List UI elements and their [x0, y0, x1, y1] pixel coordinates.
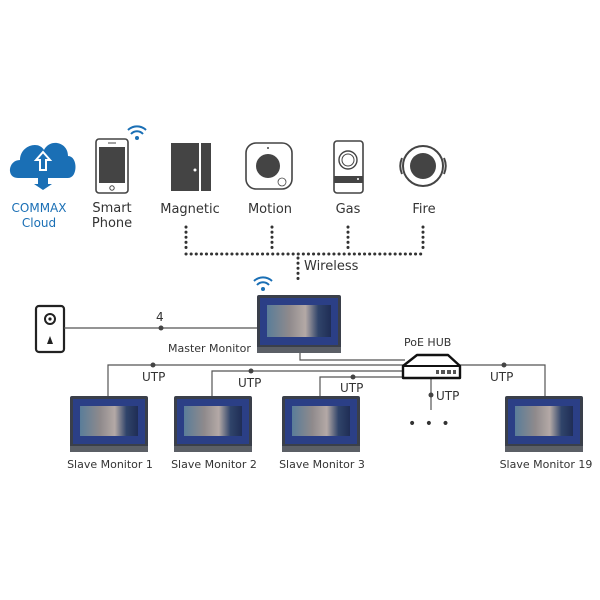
more-monitors-ellipsis: • • •	[408, 416, 452, 432]
fire-label: Fire	[412, 202, 436, 217]
poe-hub-icon	[401, 353, 462, 380]
gas-detector-icon	[333, 140, 364, 194]
smartphone-icon	[95, 138, 129, 194]
slave-monitor	[282, 396, 360, 452]
slave-monitor-label: Slave Monitor 1	[67, 458, 153, 471]
slave-monitor-label: Slave Monitor 19	[499, 458, 593, 471]
phone-label-line1: Smart	[92, 201, 132, 216]
poe-hub-label: PoE HUB	[404, 336, 452, 349]
wireless-label: Wireless	[304, 259, 359, 274]
slave-monitor-label: Slave Monitor 2	[171, 458, 257, 471]
cloud-label-line1: COMMAX	[11, 201, 67, 215]
phone-label: Smart Phone	[82, 201, 142, 231]
utp-wires	[107, 352, 546, 410]
slave-monitor	[505, 396, 583, 452]
phone-label-line2: Phone	[91, 216, 133, 231]
wifi-icon	[127, 125, 147, 141]
utp-label: UTP	[238, 376, 262, 390]
magnetic-label: Magnetic	[160, 202, 220, 217]
utp-label: UTP	[436, 389, 460, 403]
master-monitor	[257, 295, 341, 353]
door-wire-count: 4	[156, 310, 164, 324]
utp-label: UTP	[142, 370, 166, 384]
motion-label: Motion	[247, 202, 293, 217]
motion-sensor-icon	[245, 142, 293, 190]
door-sensor-icon	[171, 143, 211, 191]
cloud-label: COMMAX Cloud	[8, 201, 70, 231]
master-monitor-label: Master Monitor	[168, 342, 251, 355]
slave-monitor	[174, 396, 252, 452]
wifi-icon	[253, 276, 273, 292]
fire-detector-icon	[399, 145, 447, 187]
slave-monitor	[70, 396, 148, 452]
gas-label: Gas	[335, 202, 361, 217]
cloud-label-line2: Cloud	[21, 216, 57, 230]
door-station-icon	[34, 304, 66, 354]
wireless-bus	[184, 225, 425, 284]
slave-monitor-label: Slave Monitor 3	[279, 458, 365, 471]
utp-label: UTP	[340, 381, 364, 395]
utp-label: UTP	[490, 370, 514, 384]
cloud-upload-icon	[9, 142, 76, 190]
